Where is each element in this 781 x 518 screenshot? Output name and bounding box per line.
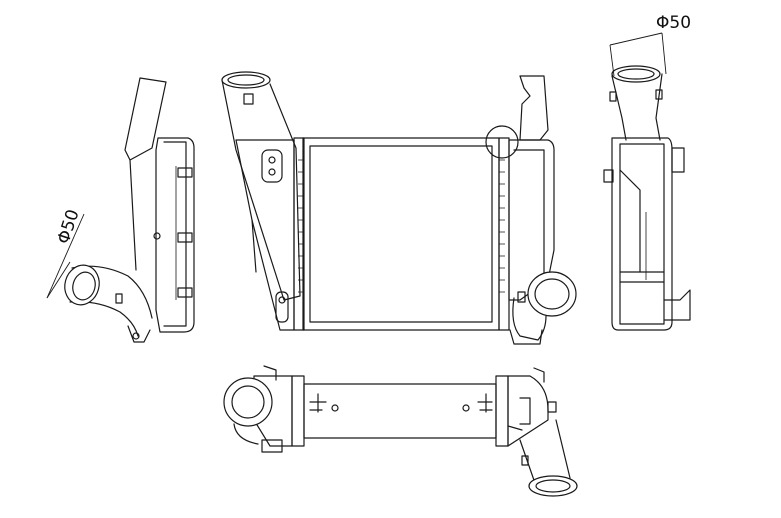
right-side-view: Φ50 (603, 13, 691, 331)
front-view (221, 71, 577, 345)
diameter-label-right: Φ50 (656, 13, 691, 33)
diameter-label-left: Φ50 (54, 207, 84, 246)
left-side-view: Φ50 (46, 77, 195, 343)
bottom-view (223, 365, 578, 497)
